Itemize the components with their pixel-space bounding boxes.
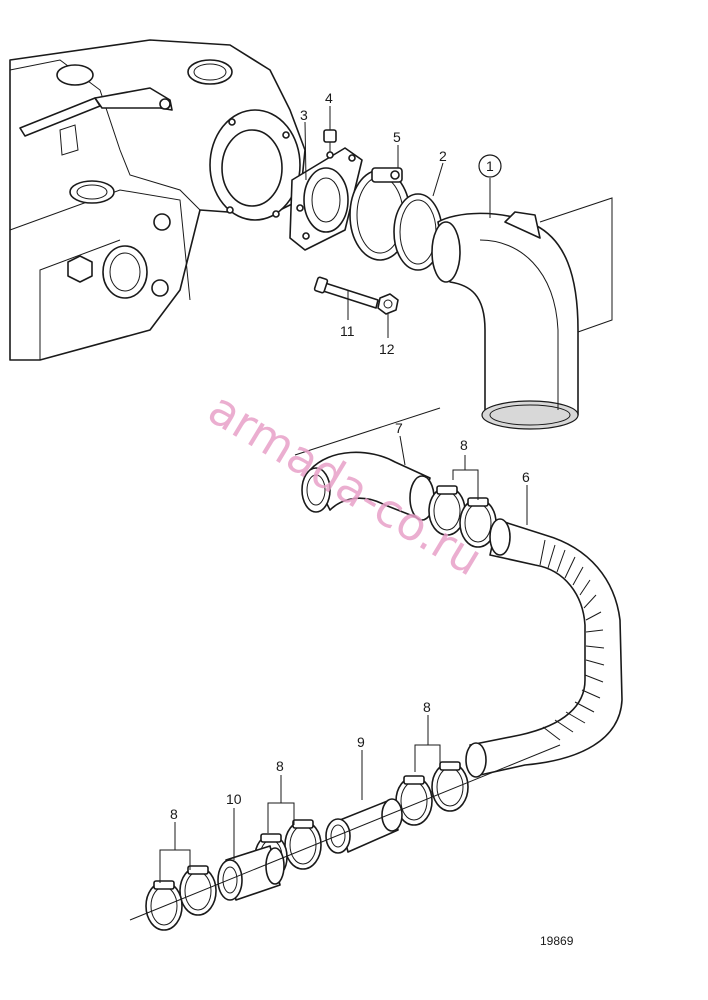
part-12-nut	[377, 293, 399, 315]
label-part-2: 2	[439, 148, 447, 164]
label-part-8-lower-left: 8	[170, 806, 178, 822]
panel-outline	[539, 197, 613, 333]
label-part-1: 1	[486, 158, 494, 174]
part-1-elbow	[431, 211, 579, 430]
label-part-8-middle: 8	[423, 699, 431, 715]
label-part-4: 4	[325, 90, 333, 106]
label-part-8-upper: 8	[460, 437, 468, 453]
label-part-6: 6	[522, 469, 530, 485]
label-part-11: 11	[340, 323, 355, 339]
label-part-12: 12	[379, 341, 395, 357]
label-part-8-lower-right: 8	[276, 758, 284, 774]
label-part-3: 3	[300, 107, 308, 123]
part-8-clamps-lower-left	[145, 865, 217, 931]
panel-outline-lower	[294, 407, 441, 456]
axis-line-bottom	[129, 744, 561, 921]
part-11-bolt	[313, 276, 379, 309]
part-4-plug	[323, 129, 337, 152]
engine-block	[9, 39, 306, 361]
part-2-gasket	[393, 193, 443, 271]
label-part-5: 5	[393, 129, 401, 145]
part-3-flange	[289, 147, 363, 251]
label-part-10: 10	[226, 791, 242, 807]
part-8-clamps-middle	[395, 761, 469, 826]
drawing-number: 19869	[540, 934, 574, 948]
part-labels: 1 2 3 4 5 6 7 8 8 8 8 9 10 11 12	[170, 90, 530, 822]
part-6-hose	[465, 518, 623, 778]
label-part-7: 7	[395, 420, 403, 436]
label-part-9: 9	[357, 734, 365, 750]
part-10-sleeve	[217, 845, 285, 901]
watermark-text: armada-co.ru	[199, 381, 491, 586]
part-7-elbow-fitting	[301, 451, 435, 521]
part-8-clamps-upper	[428, 485, 497, 548]
callout-circle-1	[478, 154, 502, 178]
part-9-connector	[325, 798, 403, 854]
leader-lines	[159, 106, 528, 883]
